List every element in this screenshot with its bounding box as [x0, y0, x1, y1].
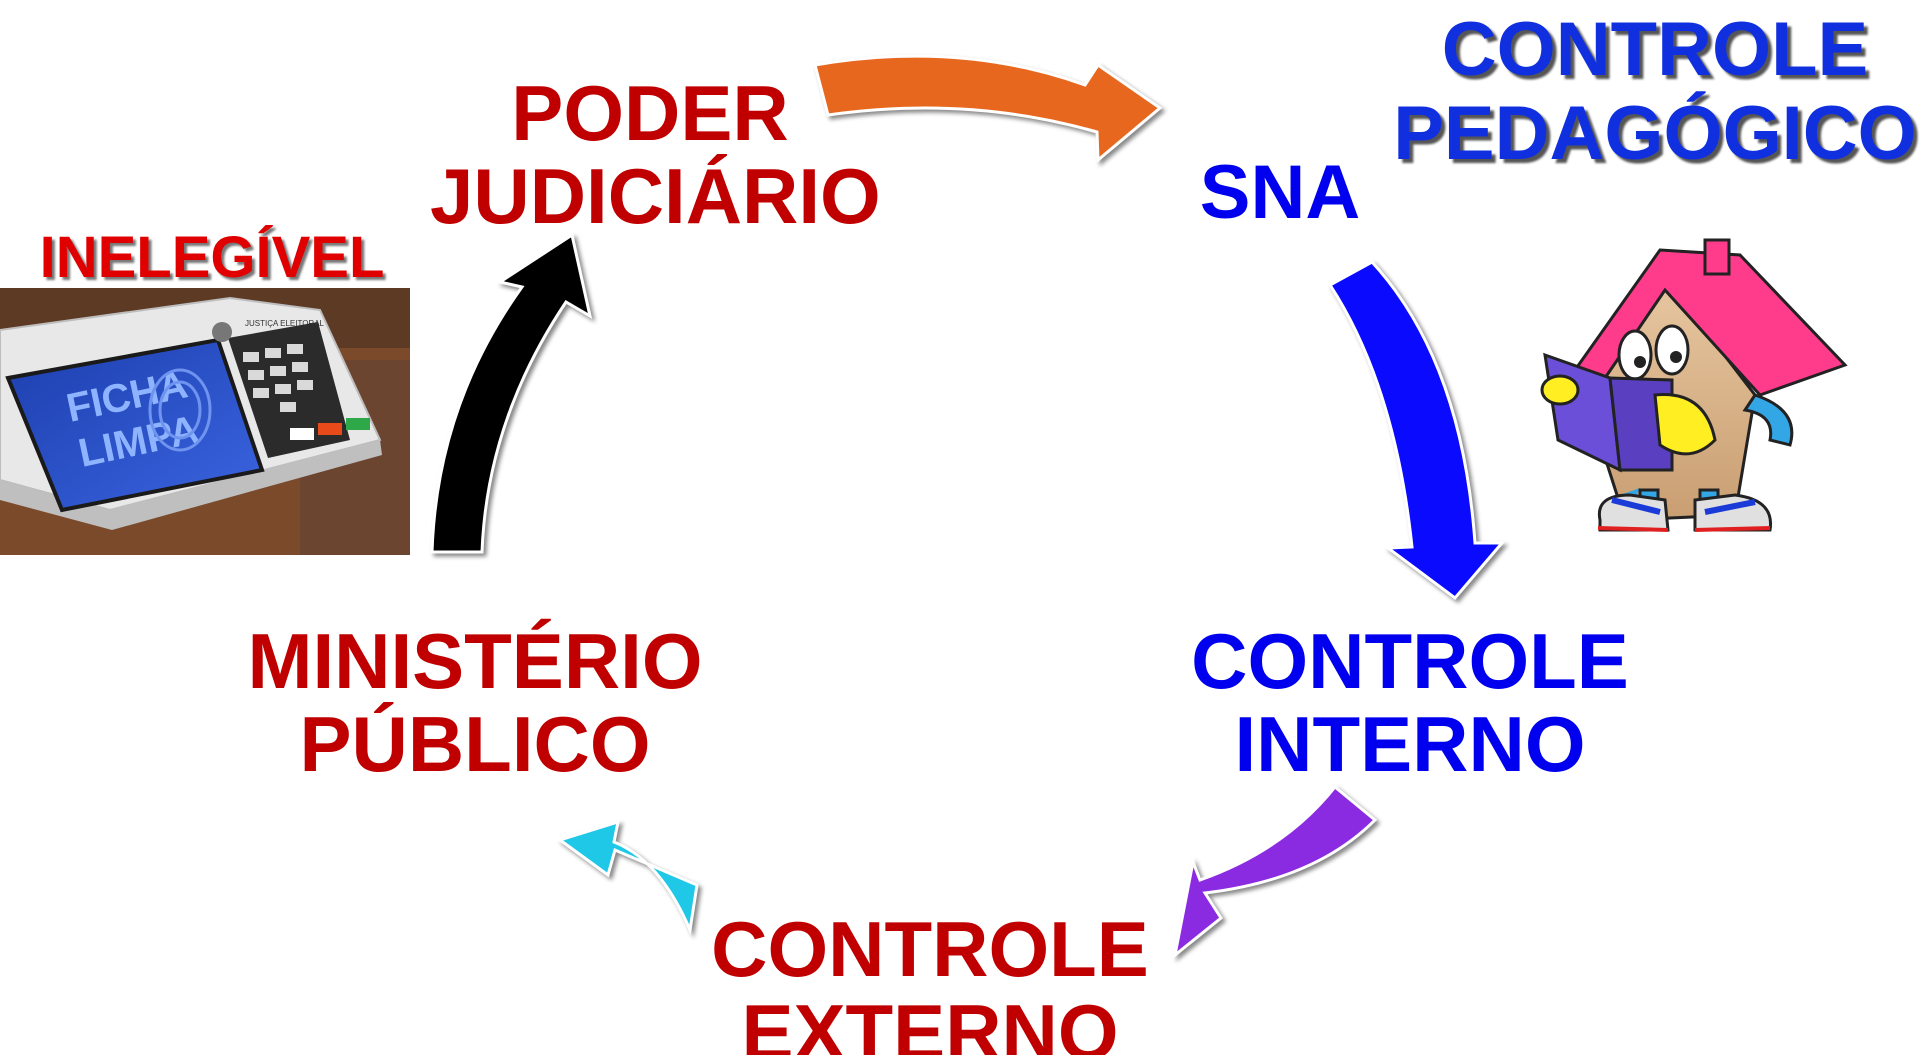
- mascot-eye-right: [1654, 324, 1690, 376]
- node-mp-line-1: MINISTÉRIO: [247, 617, 703, 705]
- arrow-ce-to-mp: [556, 819, 699, 936]
- node-mp-line-2: PÚBLICO: [299, 700, 651, 789]
- corrige-button: [318, 423, 342, 435]
- node-ce-line-2: EXTERNO: [741, 988, 1119, 1055]
- arrow-mp-to-poder: [430, 232, 593, 554]
- node-ce-line-1: CONTROLE: [711, 905, 1149, 993]
- arrow-sna-to-ci: [1327, 260, 1506, 601]
- confirma-button: [346, 418, 370, 430]
- label-cp-line-2: PEDAGÓGICO: [1393, 90, 1917, 176]
- label-inelegivel: INELEGÍVEL: [39, 225, 385, 290]
- node-ci-line-2: INTERNO: [1234, 700, 1586, 789]
- node-ci-line-1: CONTROLE: [1191, 617, 1629, 705]
- fingerprint-icon: [148, 368, 212, 452]
- node-ministerio-publico: MINISTÉRIO PÚBLICO: [245, 617, 705, 789]
- coat-of-arms-icon: [212, 322, 232, 342]
- arrow-ci-to-ce: [1172, 784, 1378, 959]
- keypad: [243, 344, 313, 412]
- node-sna-line-1: SNA: [1199, 150, 1361, 235]
- mascot-eye-left: [1617, 329, 1653, 381]
- label-cp-line-1: CONTROLE: [1441, 7, 1869, 92]
- node-sna: SNA: [1180, 150, 1380, 235]
- node-controle-externo: CONTROLE EXTERNO: [700, 905, 1160, 1055]
- node-poder-line-1: PODER: [511, 69, 789, 157]
- branco-button: [290, 428, 314, 440]
- label-controle-pedagogico: CONTROLE PEDAGÓGICO: [1390, 8, 1920, 175]
- node-controle-interno: CONTROLE INTERNO: [1180, 617, 1640, 789]
- node-poder-line-2: JUDICIÁRIO: [430, 152, 881, 241]
- node-poder-judiciario: PODER JUDICIÁRIO: [430, 69, 881, 241]
- reading-house-mascot-icon: [1540, 238, 1848, 532]
- arrow-poder-to-sna: [813, 54, 1163, 164]
- urna-panel-text: JUSTIÇA ELEITORAL: [245, 319, 325, 328]
- voting-machine-illustration: FICHA LIMPA JUSTIÇA ELEITORAL: [0, 288, 410, 555]
